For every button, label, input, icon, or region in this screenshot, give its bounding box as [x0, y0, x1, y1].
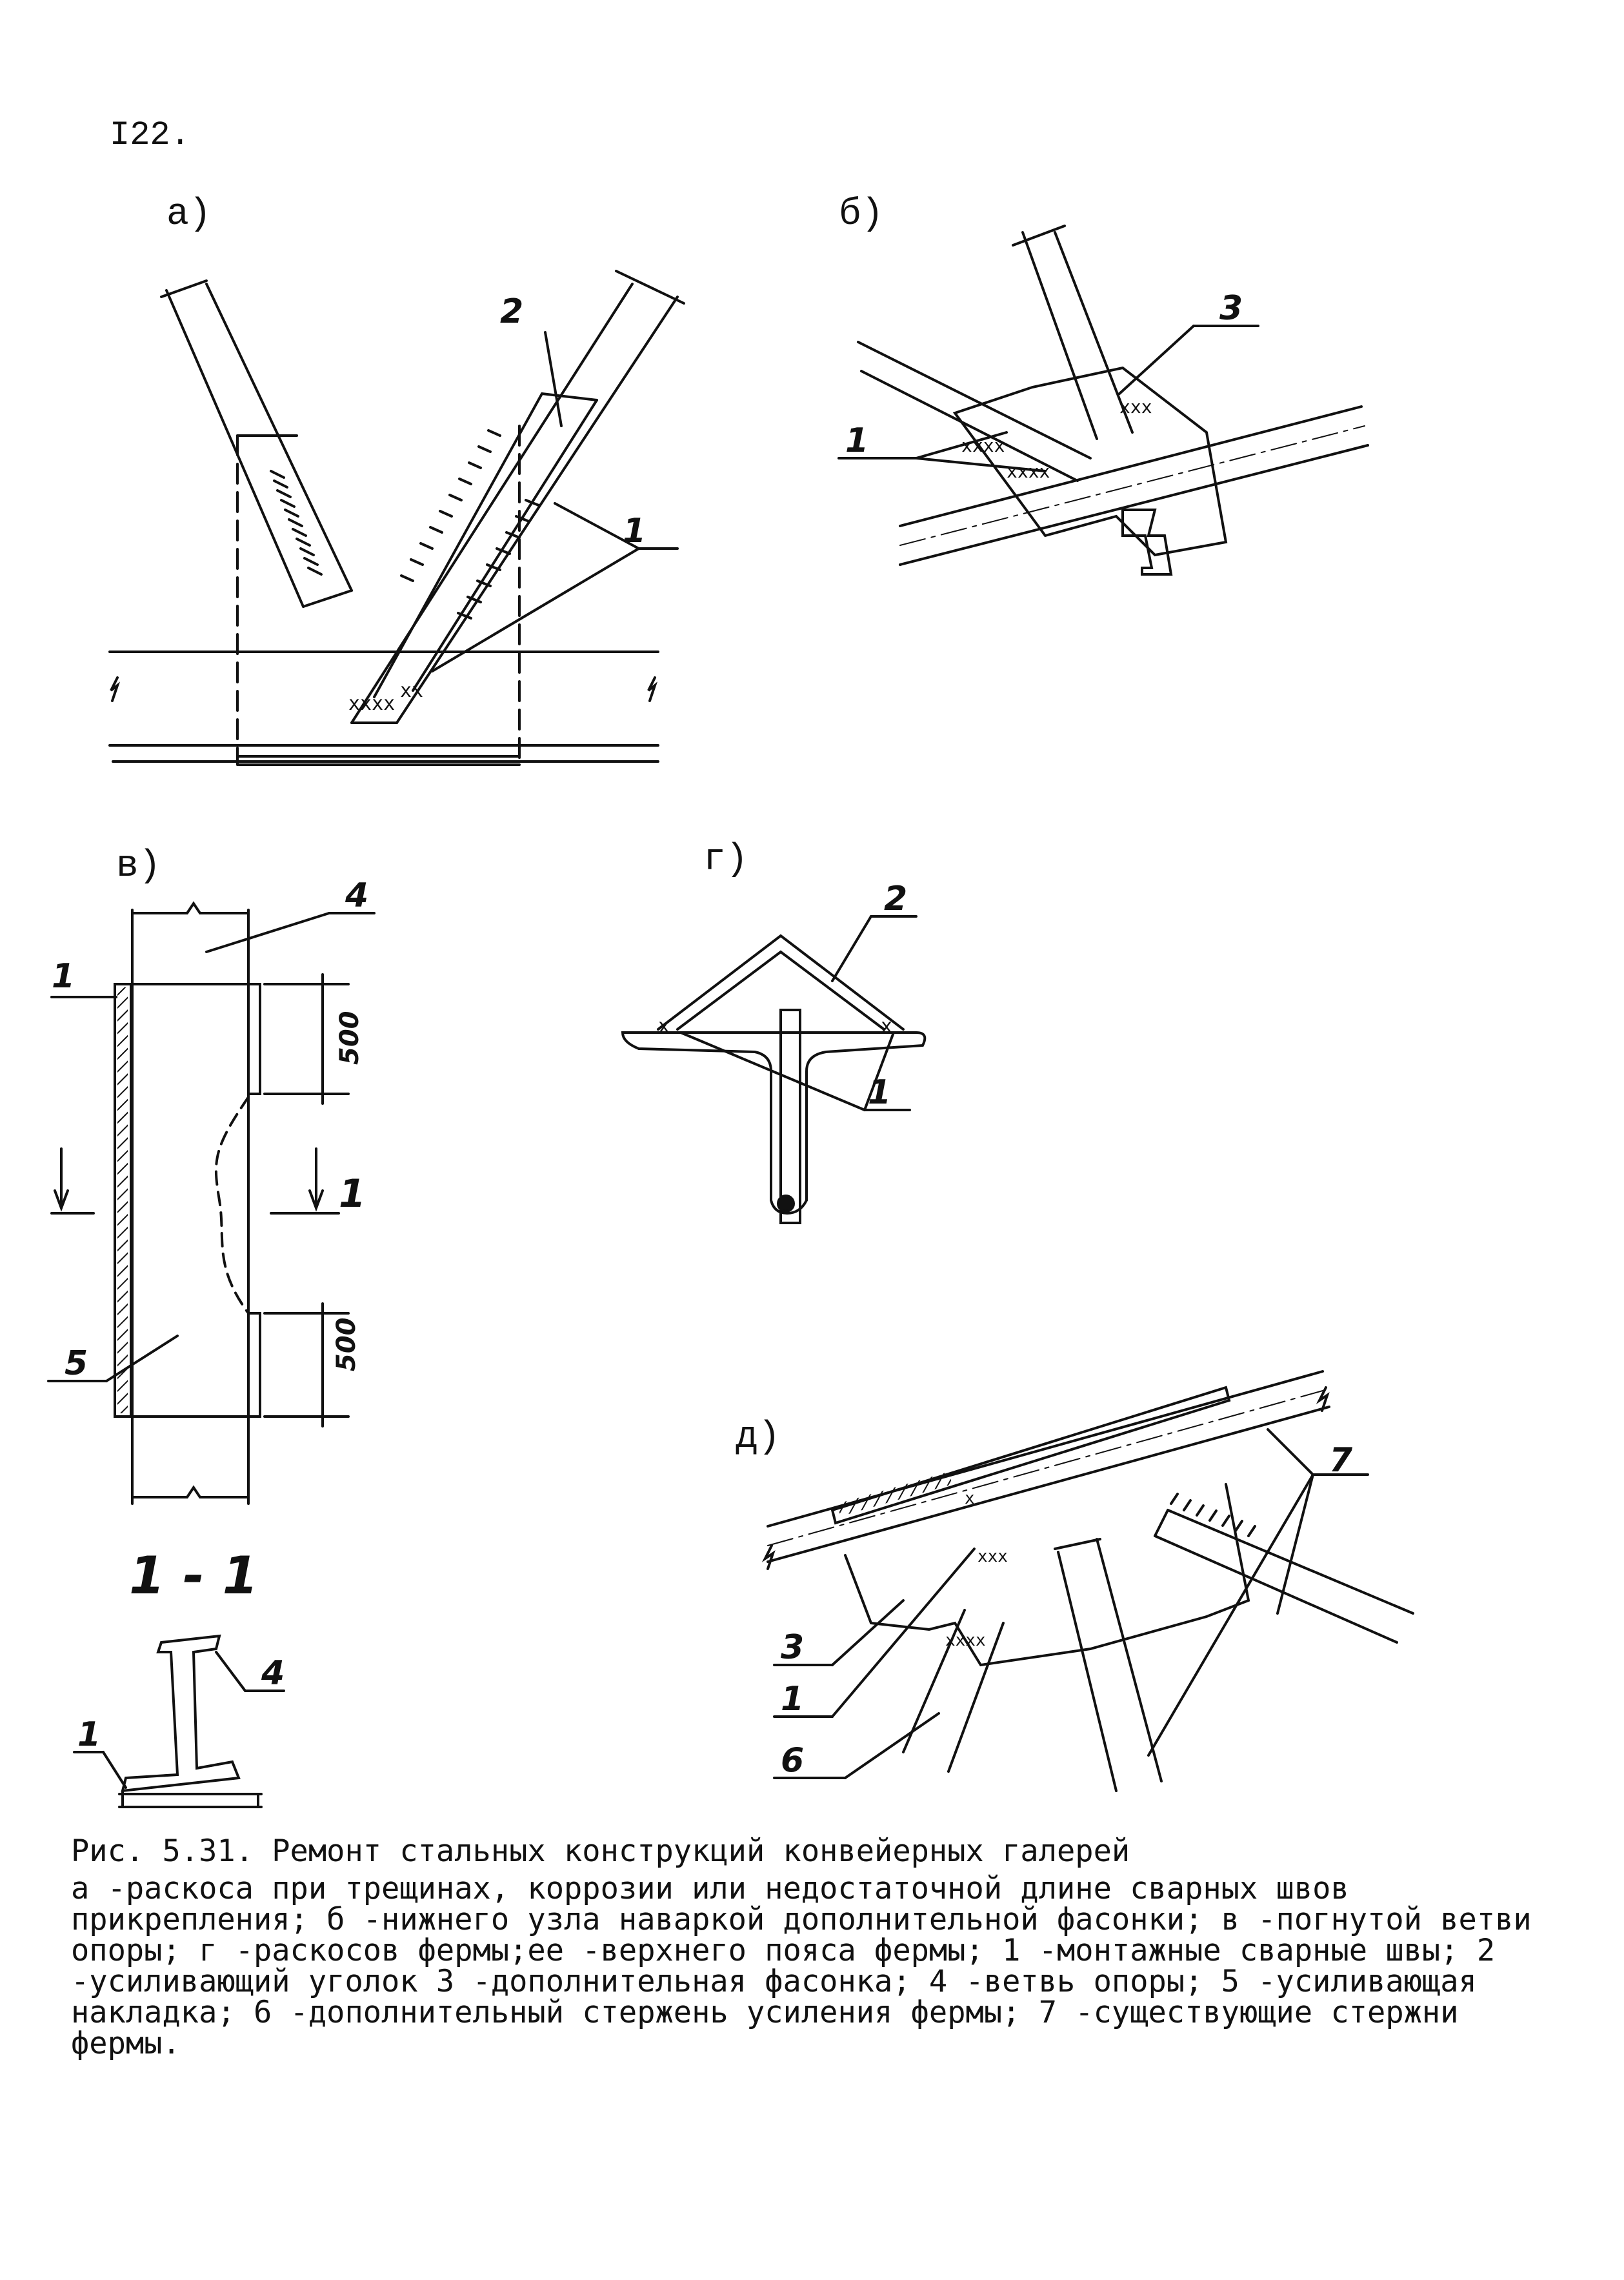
- panel-a-callout-1: 1: [623, 512, 646, 550]
- section-callout-4: 4: [261, 1654, 285, 1693]
- svg-text:x: x: [965, 1489, 975, 1508]
- panel-d-callout-3: 3: [781, 1628, 804, 1667]
- svg-text:x: x: [658, 1015, 670, 1038]
- svg-text:xxx: xxx: [1119, 396, 1152, 418]
- caption-body: а -раскоса при трещинах, коррозии или не…: [71, 1871, 1532, 2061]
- svg-text:xxxx: xxxx: [348, 692, 395, 715]
- panel-d-callout-1: 1: [781, 1680, 804, 1719]
- svg-text:xxx: xxx: [977, 1547, 1008, 1566]
- figure-caption: Рис. 5.31. Ремонт стальных конструкций к…: [71, 1836, 1555, 2059]
- panel-b-label: б): [839, 194, 884, 236]
- panel-g-drawing: x x: [621, 915, 927, 1224]
- panel-a-label: а): [166, 194, 212, 236]
- panel-d-label: д): [736, 1417, 781, 1458]
- panel-v-drawing: [47, 901, 376, 1505]
- svg-text:xxxx: xxxx: [945, 1631, 986, 1650]
- section-1-1-drawing: [73, 1634, 285, 1808]
- caption-title: Рис. 5.31. Ремонт стальных конструкций к…: [71, 1833, 1130, 1869]
- panel-a-drawing: xxxx xx: [108, 270, 685, 766]
- svg-text:x: x: [881, 1015, 892, 1038]
- section-mark-1: 1: [339, 1171, 366, 1216]
- panel-b-callout-3: 3: [1219, 289, 1243, 328]
- panel-d-drawing: x xxx xxxx: [761, 1370, 1414, 1792]
- dimension-500-top: 500: [335, 1011, 365, 1065]
- dimension-500-bottom: 500: [332, 1318, 361, 1372]
- panel-g-callout-2: 2: [884, 880, 907, 918]
- panel-b-callout-1: 1: [845, 421, 868, 460]
- page-number: I22.: [110, 116, 190, 154]
- panel-g-callout-1: 1: [868, 1073, 891, 1112]
- panel-b-drawing: xxxx xxxx xxx: [837, 225, 1369, 576]
- panel-v-callout-5: 5: [65, 1344, 88, 1383]
- panel-d-callout-6: 6: [781, 1741, 804, 1780]
- panel-d-callout-7: 7: [1329, 1441, 1353, 1480]
- svg-text:xx: xx: [400, 680, 423, 702]
- panel-v-label: в): [116, 845, 161, 887]
- section-1-1-label: 1 - 1: [129, 1546, 259, 1606]
- section-callout-1: 1: [77, 1715, 101, 1754]
- panel-v-callout-4: 4: [345, 876, 368, 915]
- panel-a-callout-2: 2: [500, 292, 523, 331]
- panel-v-callout-1: 1: [52, 957, 75, 996]
- panel-g-label: г): [703, 839, 748, 881]
